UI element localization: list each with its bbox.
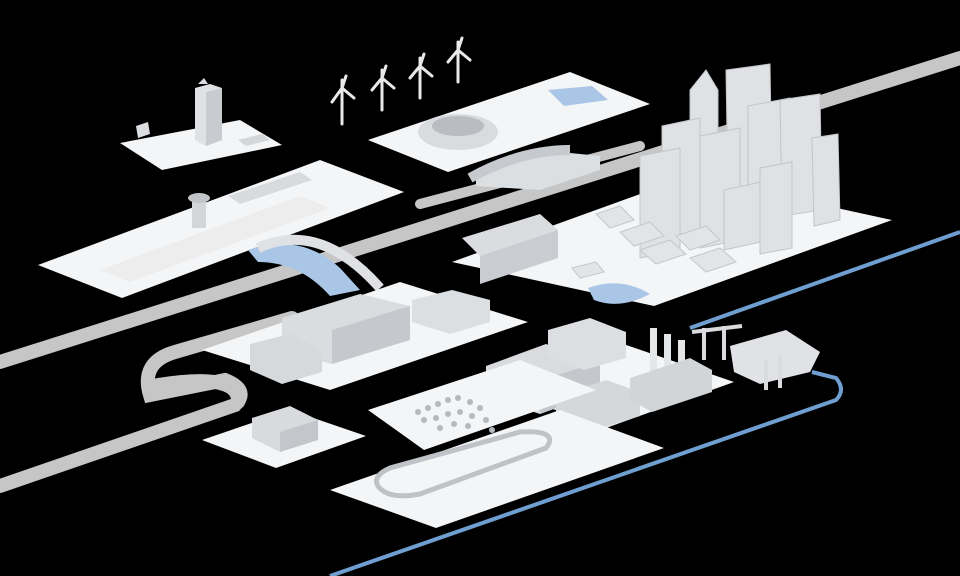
terminal — [228, 172, 312, 204]
rail-line-upper — [689, 230, 960, 330]
warehouse-zone — [202, 282, 528, 390]
wind-farm — [330, 36, 472, 126]
warehouse-small — [412, 290, 490, 334]
wind-turbine — [370, 64, 396, 112]
road-connector — [151, 374, 245, 409]
station — [476, 150, 600, 190]
control-tower — [192, 198, 206, 228]
smokestacks — [650, 328, 685, 380]
race-track — [374, 429, 553, 499]
tower-zone — [120, 78, 282, 170]
tree-grove — [415, 395, 495, 433]
office-block — [250, 334, 322, 384]
runway — [100, 196, 330, 282]
downtown-zone — [452, 63, 892, 306]
cargo-ship — [730, 330, 820, 384]
rail-line-lower — [329, 370, 843, 576]
airport-zone — [38, 160, 404, 298]
rail-lines — [329, 230, 960, 576]
stadium-zone — [368, 72, 650, 190]
skyscrapers — [639, 63, 841, 259]
wind-turbine — [330, 74, 356, 126]
pool — [548, 86, 608, 106]
wind-turbine — [446, 36, 472, 84]
port-zone — [691, 324, 820, 390]
lake — [588, 283, 650, 304]
river-bridge — [248, 234, 384, 296]
residential-blocks — [571, 205, 737, 279]
racetrack-zone — [330, 360, 664, 528]
wind-turbine — [408, 52, 434, 100]
mall — [462, 214, 558, 256]
arena-zone — [202, 406, 366, 468]
